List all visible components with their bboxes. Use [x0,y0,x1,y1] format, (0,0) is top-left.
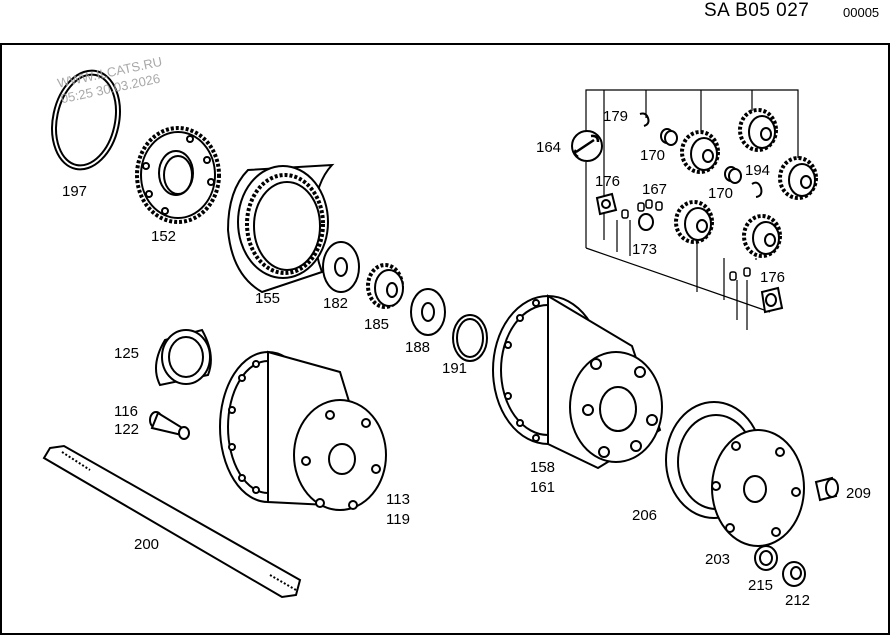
callout-122: 122 [114,421,139,438]
wrench-icon [571,130,603,162]
planet-gear[interactable] [680,130,720,174]
callout-185: 185 [364,316,389,333]
part-173-ring[interactable] [638,213,654,231]
part-155-ring-gear[interactable] [226,163,335,294]
callout-113: 113 [386,491,410,508]
callout-164: 164 [536,139,561,156]
part-113-housing[interactable] [219,350,387,511]
part-167-pin[interactable] [621,199,751,281]
callout-203: 203 [705,551,730,568]
planet-gear[interactable] [778,156,818,200]
part-191-ring[interactable] [452,314,488,362]
callout-167: 167 [642,181,667,198]
part-197-ring[interactable] [43,64,128,176]
part-185-gear[interactable] [366,263,404,309]
callout-206: 206 [632,507,657,524]
part-209-plug[interactable] [814,476,839,502]
part-188-washer[interactable] [410,288,446,336]
kit-bracket [585,89,799,330]
callout-176: 176 [595,173,620,190]
callout-200: 200 [134,536,159,553]
part-176-plate[interactable] [760,286,784,314]
callout-212: 212 [785,592,810,609]
callout-155: 155 [255,290,280,307]
callout-215: 215 [748,577,773,594]
part-170-pin[interactable] [660,128,678,146]
part-179-clip[interactable] [639,112,650,127]
callout-176: 176 [760,269,785,286]
callout-161: 161 [530,479,555,496]
callout-125: 125 [114,345,139,362]
callout-179: 179 [603,108,628,125]
callout-152: 152 [151,228,176,245]
callout-158: 158 [530,459,555,476]
callout-116: 116 [114,403,138,420]
part-203-cover[interactable] [711,429,805,547]
callout-209: 209 [846,485,871,502]
part-212-plug[interactable] [782,561,806,587]
part-200-shaft[interactable] [42,444,302,599]
planet-gear[interactable] [742,214,782,258]
part-158-carrier[interactable] [492,294,663,470]
diagram-frame [0,43,890,635]
callout-173: 173 [632,241,657,258]
callout-197: 197 [62,183,87,200]
part-170-pin[interactable] [724,166,742,184]
callout-194: 194 [745,162,770,179]
part-215-seal[interactable] [754,545,778,571]
part-176-plate[interactable] [595,192,618,216]
diagram-number: 00005 [843,5,880,20]
callout-182: 182 [323,295,348,312]
callout-119: 119 [386,511,410,528]
part-125-cup[interactable] [155,328,212,387]
planet-gear[interactable] [674,200,714,244]
callout-170: 170 [640,147,665,164]
callout-170: 170 [708,185,733,202]
part-116-bolt[interactable] [149,411,190,440]
part-182-washer[interactable] [322,241,360,293]
callout-188: 188 [405,339,430,356]
diagram-code: SA B05 027 [704,0,810,21]
planet-gear[interactable] [738,108,778,152]
part-152-disc[interactable] [135,126,221,224]
part-194-clip[interactable] [751,181,763,198]
callout-191: 191 [442,360,467,377]
